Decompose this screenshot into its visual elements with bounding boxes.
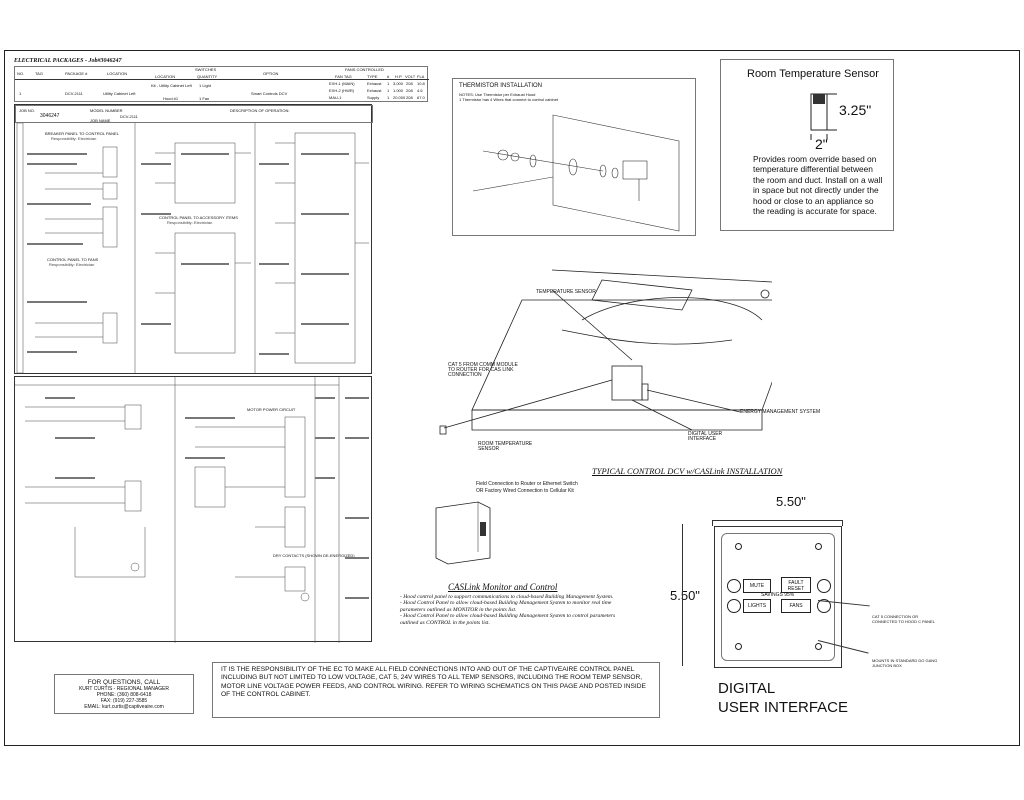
contact-line-1: FOR QUESTIONS, CALL	[87, 679, 161, 686]
caslink-bullet-2: - Hood Control Panel to allow cloud-base…	[400, 600, 612, 613]
col-quantity: QUANTITY	[197, 74, 218, 79]
packages-title: ELECTRICAL PACKAGES - Job#3046247	[14, 58, 122, 64]
row-no: 1	[19, 91, 22, 96]
dui-width-dim: 5.50"	[776, 494, 806, 509]
lower-schematic-drawing	[15, 377, 369, 643]
sensor-height-dim: 3.25"	[839, 102, 872, 118]
job-number: 3046247	[40, 113, 60, 119]
model-number: DCV-2111	[120, 114, 138, 119]
col-sw-location: LOCATION	[155, 74, 176, 79]
control-to-fans-title: CONTROL PANEL TO FANS	[47, 257, 99, 262]
screw-hole	[815, 643, 822, 650]
installation-drawing	[439, 269, 772, 435]
col-num: #	[387, 74, 390, 79]
fan-row: EXH-2 (HWR) Exhaust 1 1.000 208 4.6	[329, 88, 423, 93]
sensor-drawing	[810, 93, 837, 140]
temp-sensor-label: TEMPERATURE SENSOR	[536, 289, 596, 295]
energy-mgmt-label: ENERGY MANAGEMENT SYSTEM	[740, 409, 821, 415]
sensor-description: Provides room override based on temperat…	[753, 154, 883, 217]
cat5-note: CAT 5 FROM COMM MODULE TO ROUTER FOR CAS…	[448, 362, 518, 378]
fans-heading: FANS CONTROLLED	[345, 67, 384, 72]
thermistor-note: NOTES: Use Thermistor per Exhaust Hood 1…	[459, 92, 559, 102]
caslink-section: Field Connection to Router or Ethernet S…	[400, 480, 690, 640]
mute-button[interactable]: MUTE	[743, 579, 771, 593]
thermistor-drawing	[472, 114, 680, 232]
fan-row: MAU-1 Supply 1 20.000 208 67.0	[329, 95, 425, 100]
thermistor-installation-panel: THERMISTOR INSTALLATION NOTES: Use Therm…	[452, 78, 696, 236]
row-sw-location-1: Kit - Utility Cabinet Left	[151, 83, 192, 88]
caslink-title: CASLink Monitor and Control	[448, 582, 558, 592]
caslink-bullet-1: - Hood control panel to support communic…	[400, 594, 614, 600]
switches-heading: SWITCHES	[195, 67, 217, 72]
contact-line-2: KURT CURTIS - REGIONAL MANAGER	[78, 686, 170, 692]
screw-hole	[735, 543, 742, 550]
dry-contacts-title: DRY CONTACTS (SHOWN DE-ENERGIZED)	[273, 553, 355, 558]
screw-hole	[815, 543, 822, 550]
row-qty-1: 1 Light	[199, 83, 212, 88]
room-temp-label: ROOM TEMPERATURE SENSOR	[478, 441, 533, 452]
fan-row: EXH-1 (MAIN) Exhaust 1 3.000 208 10.8	[329, 81, 425, 86]
installation-caption: TYPICAL CONTROL DCV w/CASLink INSTALLATI…	[592, 466, 783, 476]
breaker-panel-title: BREAKER PANEL TO CONTROL PANEL	[45, 131, 119, 136]
contact-phone: PHONE: (360) 808-6418	[96, 692, 152, 698]
responsibility-text: IT IS THE RESPONSIBILITY OF THE EC TO MA…	[221, 666, 646, 699]
control-schematic-upper: JOB NO. 3046247 MODEL NUMBER DCV-2111 JO…	[14, 104, 373, 374]
wiring-schematic-drawing	[16, 123, 369, 374]
contact-email[interactable]: EMAIL: kurt.curtis@captiveaire.com	[84, 704, 164, 710]
dui-height-dim: 5.50"	[670, 588, 700, 603]
dui-mount-note: MOUNTS IN STANDARD DO GANG JUNCTION BOX	[872, 658, 938, 668]
fans-button[interactable]: FANS	[781, 599, 811, 613]
drawing-sheet	[4, 50, 1020, 746]
col-hp: H.P.	[395, 74, 403, 79]
sensor-width-dim: 2"	[815, 136, 828, 152]
col-fan-tag: FAN TAG	[335, 74, 352, 79]
electrical-packages-table: ELECTRICAL PACKAGES - Job#3046247 NO. TA…	[14, 58, 429, 102]
field-note-2: OR Factory Wired Connection to Cellular …	[476, 488, 574, 494]
col-location: LOCATION	[107, 71, 128, 76]
responsibility-note: IT IS THE RESPONSIBILITY OF THE EC TO MA…	[212, 662, 660, 718]
dui-title-2: USER INTERFACE	[718, 699, 849, 716]
row-option: Smart Controls DCV	[251, 91, 288, 96]
col-volt: VOLT	[405, 74, 416, 79]
control-schematic-lower: MOTOR POWER CIRCUIT DRY CONTACTS (SHOWN …	[14, 376, 372, 643]
room-temp-sensor-panel: Room Temperature Sensor 3.25" 2" Provide…	[720, 59, 894, 231]
caslink-module-drawing	[435, 501, 491, 565]
row-location: Utility Cabinet Left	[103, 91, 136, 96]
thermistor-title: THERMISTOR INSTALLATION	[459, 83, 543, 89]
dui-title-1: DIGITAL	[718, 680, 776, 697]
motor-power-title: MOTOR POWER CIRCUIT	[247, 407, 296, 412]
caslink-bullet-3: - Hood Control Panel to allow cloud-base…	[400, 613, 616, 626]
row-sw-location-2: Hood #1	[163, 96, 179, 101]
typical-installation: TEMPERATURE SENSOR CAT 5 FROM COMM MODUL…	[432, 260, 820, 480]
row-package: DCV-2111	[65, 91, 83, 96]
room-sensor-title: Room Temperature Sensor	[747, 68, 879, 80]
lights-button[interactable]: LIGHTS	[743, 599, 771, 613]
fans-list: EXH-1 (MAIN) Exhaust 1 3.000 208 10.8 EX…	[329, 81, 429, 102]
col-tag: TAG	[35, 71, 43, 76]
col-package: PACKAGE #	[65, 71, 88, 76]
job-header: JOB NO. 3046247 MODEL NUMBER DCV-2111 JO…	[15, 105, 373, 123]
dui-panel: MUTE FAULT RESET SAVINGS 95% LIGHTS FANS	[714, 526, 842, 668]
digital-ui-section: 5.50" 5.50" MUTE FAULT RESET SAVINGS 95%…	[668, 490, 1008, 730]
col-option: OPTION	[263, 71, 279, 76]
fault-reset-button[interactable]: FAULT RESET	[781, 577, 811, 593]
row-qty-2: 1 Fan	[199, 96, 210, 101]
col-type: TYPE	[367, 74, 378, 79]
accessory-title: CONTROL PANEL TO ACCESSORY ITEMS	[159, 215, 238, 220]
dui-label: DIGITAL USER INTERFACE	[688, 431, 723, 442]
screw-hole	[735, 643, 742, 650]
savings-display: SAVINGS 95%	[761, 592, 795, 598]
col-fla: FLA	[417, 74, 425, 79]
field-note-1: Field Connection to Router or Ethernet S…	[476, 481, 578, 487]
contact-box: FOR QUESTIONS, CALL KURT CURTIS - REGION…	[54, 674, 194, 714]
col-no: NO.	[17, 71, 25, 76]
dui-cat5-note: CAT 5 CONNECTION OR CONNECTED TO HOOD C …	[872, 614, 935, 624]
caslink-bullets: - Hood control panel to support communic…	[400, 594, 630, 626]
contact-fax: FAX: (919) 227-3585	[100, 698, 148, 704]
